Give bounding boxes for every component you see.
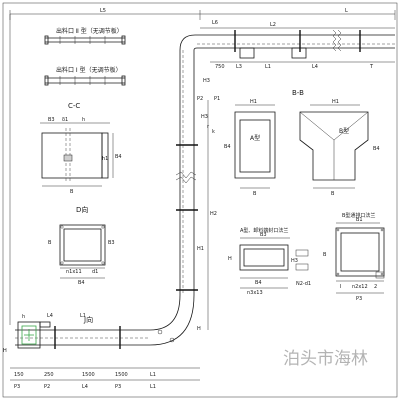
dim-T: T <box>369 64 374 70</box>
bb-a-dim-b: B <box>253 191 257 197</box>
dim-1500: 1500 <box>82 372 95 378</box>
cc-dim-delta1: δ1 <box>62 117 68 123</box>
section-bb-title: B-B <box>292 89 304 97</box>
flange-type-2: 出料口 Ⅱ 型（无调节板） <box>44 27 126 45</box>
cc-dim-b: B <box>70 189 74 195</box>
dim-L5: L5 <box>100 8 106 14</box>
dim-L4-bottom: L4 <box>47 313 53 319</box>
dim-H3: H3 <box>201 114 208 120</box>
bb-type-a-label: A型 <box>250 134 260 142</box>
bb-type-b-label: B型 <box>339 127 349 135</box>
bb-b-dim-b4: B4 <box>373 146 380 152</box>
detail-b-dim-2: 2 <box>374 284 377 290</box>
d-dim-b4: B4 <box>78 280 85 286</box>
view-j-label: J向 <box>83 315 93 324</box>
dim-1500b: 1500 <box>115 372 128 378</box>
detail-type-b-flange: B型通排口法兰 B1 B I n2x12 P3 2 <box>323 212 385 302</box>
dim-L3: L3 <box>236 64 242 70</box>
cc-dim-b3: B3 <box>48 117 55 123</box>
detail-a-dim-h3: H3 <box>291 258 298 264</box>
dim-P3-bottom-2: P3 <box>115 384 121 390</box>
dim-L1-top: L1 <box>265 64 271 70</box>
d-dim-n1: n1x11 <box>66 269 82 275</box>
d-dim-d1: d1 <box>92 269 98 275</box>
dim-L1-bottom-2: L1 <box>150 372 156 378</box>
cc-dim-h: h <box>82 117 85 123</box>
dim-250: 250 <box>44 372 54 378</box>
bb-b-dim-b: B <box>331 191 335 197</box>
detail-a-dim-n3: n3x13 <box>247 290 263 296</box>
dim-H-bottom: H <box>3 348 7 354</box>
section-cc-title: C-C <box>68 102 80 110</box>
flange-type-2-title: 出料口 Ⅱ 型（无调节板） <box>56 27 123 35</box>
detail-a-dim-h: H <box>228 256 232 262</box>
dim-h-bottom: h <box>22 314 25 320</box>
dim-L4-bottom-2: L4 <box>82 384 88 390</box>
watermark-text: 泊头市海林 <box>283 349 368 369</box>
detail-b-dim-b: B <box>323 252 327 258</box>
section-cc: C-C B3 δ1 h B B4 h1 <box>40 102 122 195</box>
bb-a-dim-h1: H1 <box>250 99 257 105</box>
dim-L4-top: L4 <box>312 64 318 70</box>
detail-a-title: A型、卸料端封口法兰 <box>240 227 288 234</box>
detail-a-dim-n2d1: N2-d1 <box>296 281 311 287</box>
bb-a-dim-b4: B4 <box>224 144 231 150</box>
section-bb-type-a: B-B H1 A型 B B4 <box>224 89 304 197</box>
dim-L1-bottom-3: L1 <box>150 384 156 390</box>
dim-P2: P2 <box>197 96 203 102</box>
view-d-title: D向 <box>76 205 88 214</box>
top-dimension-lines: L5 L6 L <box>9 8 396 26</box>
d-dim-b: B <box>48 240 52 246</box>
dim-P3-bottom: P3 <box>14 384 20 390</box>
dim-r: r <box>207 124 210 130</box>
detail-a-dim-b3: B3 <box>260 232 267 238</box>
dim-H3-top: H3 <box>203 78 210 84</box>
detail-b-dim-n2: n2x12 <box>352 284 368 290</box>
dim-H2: H2 <box>210 211 217 217</box>
dim-H1: H1 <box>197 246 204 252</box>
dim-P2-bottom: P2 <box>44 384 50 390</box>
dim-L6: L6 <box>212 20 218 26</box>
dim-H: H <box>197 326 201 332</box>
dim-k: k <box>212 129 215 135</box>
d-dim-b3: B3 <box>108 240 115 246</box>
dim-150: 150 <box>14 372 24 378</box>
detail-b-title: B型通排口法兰 <box>342 212 375 219</box>
dim-L2: L2 <box>270 22 276 28</box>
detail-b-dim-i: I <box>340 284 341 290</box>
bb-b-dim-h1: H1 <box>332 99 339 105</box>
detail-b-dim-b1: B1 <box>356 217 363 223</box>
conveyor-top-leg: L2 750 L3 L1 L4 T H3 P1 <box>179 22 395 102</box>
detail-a-dim-b4: B4 <box>255 280 262 286</box>
detail-type-a-flange: A型、卸料端封口法兰 B3 H H3 B4 n3x13 N2-d1 <box>228 227 311 296</box>
flange-type-1-title: 出料口 Ⅰ 型（无调节板） <box>56 66 122 74</box>
section-bb-type-b: H1 B型 B B4 <box>299 99 380 197</box>
dim-P1: P1 <box>214 96 220 102</box>
view-d: D向 B B3 n1x11 B4 d1 <box>48 205 115 286</box>
dim-L: L <box>345 8 348 14</box>
dim-L1-bottom: L1 <box>80 313 86 319</box>
cc-dim-h1: h1 <box>102 156 108 162</box>
conveyor-vertical-leg: H2 H1 H P2 H3 r k <box>175 50 217 332</box>
flange-type-1: 出料口 Ⅰ 型（无调节板） <box>44 66 126 86</box>
dim-750: 750 <box>215 64 225 70</box>
cc-dim-b4: B4 <box>115 154 122 160</box>
conveyor-bottom-leg: L4 L1 h H J向 150 250 1500 1500 L1 P3 P2 … <box>3 294 200 390</box>
detail-b-dim-p3: P3 <box>356 296 362 302</box>
